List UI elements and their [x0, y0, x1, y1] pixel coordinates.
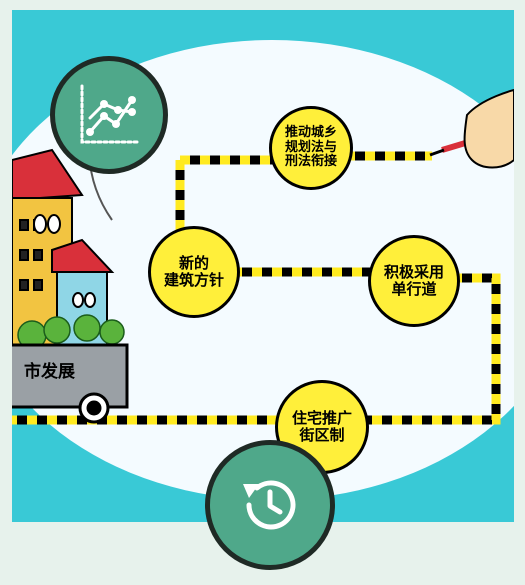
- road-path: [12, 88, 514, 425]
- history-button[interactable]: [205, 440, 335, 570]
- bubble-one-way-roads: 积极采用 单行道: [368, 235, 460, 327]
- bubble-text: 新的 建筑方针: [163, 253, 224, 289]
- bubble-text: 住宅推广 街区制: [291, 408, 352, 444]
- illustration-frame: 市发展 推动城乡 规划法与 刑法衔接 新的 建筑方针 积极采用 单行道 住宅推广…: [12, 10, 514, 522]
- line-chart-icon: [80, 84, 140, 144]
- bubble-building-policy: 新的 建筑方针: [148, 226, 240, 318]
- trees: [17, 314, 125, 350]
- bubble-text: 积极采用 单行道: [383, 262, 444, 298]
- bus-body: [12, 343, 129, 424]
- chart-button[interactable]: [50, 56, 168, 174]
- hand-with-pen: [429, 88, 514, 169]
- history-icon: [243, 480, 296, 530]
- bus-label: 市发展: [24, 362, 75, 382]
- bubble-planning-law: 推动城乡 规划法与 刑法衔接: [269, 106, 353, 190]
- bubble-text: 推动城乡 规划法与 刑法衔接: [284, 124, 337, 170]
